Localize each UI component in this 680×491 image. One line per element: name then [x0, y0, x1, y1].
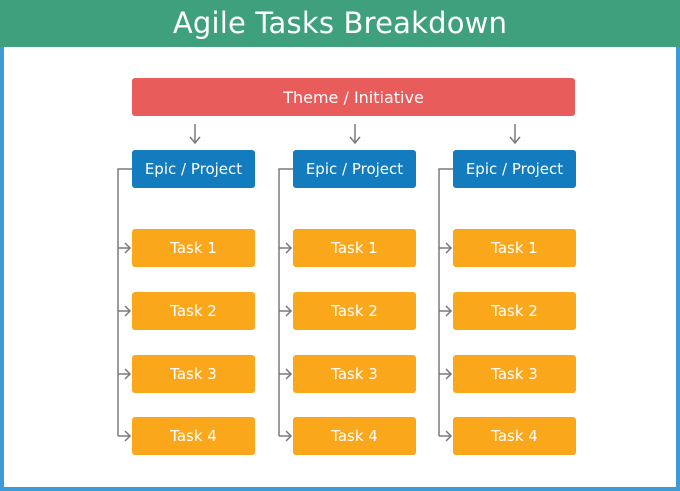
- task-box-2-3: Task 3: [293, 355, 416, 393]
- task-box-1-2: Task 2: [132, 292, 255, 330]
- theme-initiative-box: Theme / Initiative: [132, 78, 575, 116]
- task-box-3-1: Task 1: [453, 229, 576, 267]
- epic-project-box-2: Epic / Project: [293, 150, 416, 188]
- theme-to-epic-arrow-2: [349, 124, 361, 145]
- theme-to-epic-arrow-1: [189, 124, 201, 145]
- page-title: Agile Tasks Breakdown: [172, 6, 508, 40]
- task-box-3-2: Task 2: [453, 292, 576, 330]
- epic-2-task-connector: [278, 168, 293, 442]
- epic-1-task-connector: [117, 168, 132, 442]
- task-box-3-3: Task 3: [453, 355, 576, 393]
- epic-project-box-3: Epic / Project: [453, 150, 576, 188]
- epic-project-box-1: Epic / Project: [132, 150, 255, 188]
- header-bar: Agile Tasks Breakdown: [0, 0, 680, 47]
- task-box-1-1: Task 1: [132, 229, 255, 267]
- task-box-3-4: Task 4: [453, 417, 576, 455]
- task-box-2-1: Task 1: [293, 229, 416, 267]
- epic-3-task-connector: [438, 168, 453, 442]
- task-box-2-4: Task 4: [293, 417, 416, 455]
- task-box-1-3: Task 3: [132, 355, 255, 393]
- task-box-1-4: Task 4: [132, 417, 255, 455]
- task-box-2-2: Task 2: [293, 292, 416, 330]
- diagram-canvas: [4, 47, 676, 487]
- theme-to-epic-arrow-3: [509, 124, 521, 145]
